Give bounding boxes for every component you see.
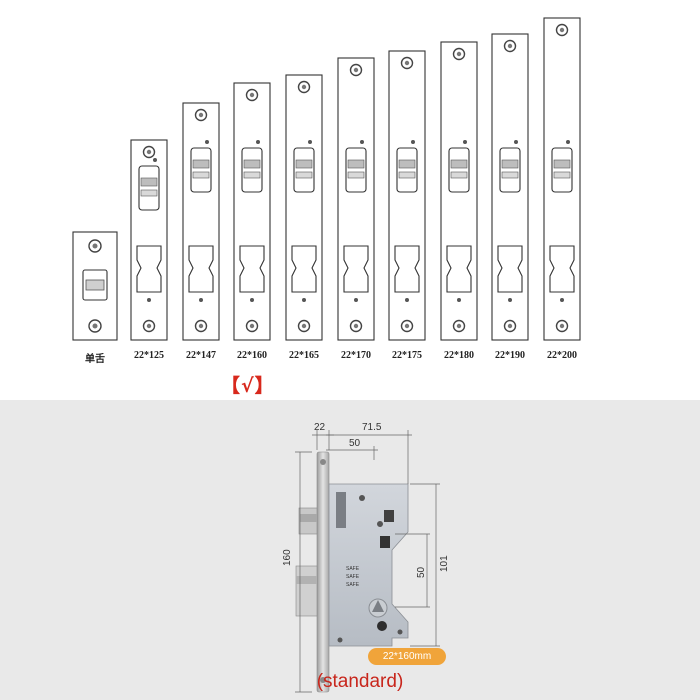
svg-text:SAFE: SAFE bbox=[346, 566, 360, 572]
faceplate-22x170 bbox=[337, 57, 375, 341]
faceplate-22x190 bbox=[491, 33, 529, 341]
plate-label-22x180: 22*180 bbox=[444, 350, 474, 361]
plate-label-22x165: 22*165 bbox=[289, 350, 319, 361]
faceplate-22x165 bbox=[285, 74, 323, 341]
dead-bolt bbox=[295, 565, 318, 617]
faceplate-22x125 bbox=[130, 139, 168, 341]
faceplate-22x175 bbox=[388, 50, 426, 341]
plate-label-22x147: 22*147 bbox=[186, 350, 216, 361]
faceplate-22x200 bbox=[543, 17, 581, 341]
faceplate-22x147 bbox=[182, 102, 220, 341]
plate-label-22x190: 22*190 bbox=[495, 350, 525, 361]
svg-text:SAFE: SAFE bbox=[346, 574, 360, 580]
size-badge: 22*160mm bbox=[368, 648, 446, 665]
standard-caption: (standard) bbox=[316, 671, 404, 692]
plate-label-22x200: 22*200 bbox=[547, 350, 577, 361]
faceplate-22x160 bbox=[233, 82, 271, 341]
plate-label-22x170: 22*170 bbox=[341, 350, 371, 361]
lock-diagram-panel: SAFE SAFE SAFE 22 71.5 50 bbox=[0, 400, 700, 700]
dim-case-height-label: 101 bbox=[439, 555, 450, 572]
plate-label-22x175: 22*175 bbox=[392, 350, 422, 361]
plate-label-22x125: 22*125 bbox=[134, 350, 164, 361]
svg-text:SAFE: SAFE bbox=[346, 582, 360, 588]
plate-label-22x160: 22*160 bbox=[237, 350, 267, 361]
latch-bolt bbox=[298, 507, 318, 535]
faceplate-single bbox=[72, 231, 118, 341]
faceplate-22x180 bbox=[440, 41, 478, 341]
mortise-lock-diagram: SAFE SAFE SAFE 22 71.5 50 bbox=[282, 422, 450, 693]
dim-center-label: 50 bbox=[416, 566, 427, 578]
dim-width-label: 22 bbox=[314, 422, 326, 433]
lock-faceplate bbox=[316, 451, 330, 693]
plate-catalog: 单舌 22*125 22*147 22*160 22*165 22*170 22*175 22… bbox=[72, 17, 581, 397]
dim-backset-total-label: 71.5 bbox=[362, 422, 382, 433]
selected-size-mark: 【√】 bbox=[221, 375, 275, 397]
lock-case: SAFE SAFE SAFE bbox=[328, 483, 409, 647]
plate-label-single: 单舌 bbox=[85, 354, 105, 365]
dimension-lines bbox=[295, 430, 440, 693]
dim-height-label: 160 bbox=[282, 549, 293, 566]
dim-backset-label: 50 bbox=[349, 438, 361, 449]
faceplate-lineup bbox=[72, 17, 581, 341]
